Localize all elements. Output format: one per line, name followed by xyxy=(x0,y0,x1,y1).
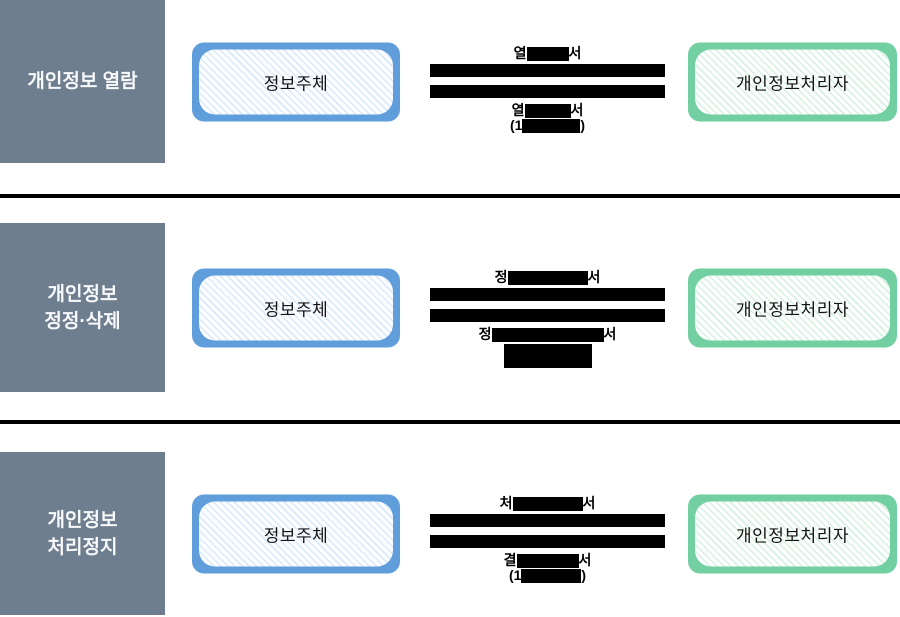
category-line1: 개인정보 열람 xyxy=(27,71,138,92)
redacted-arrow-bar xyxy=(430,85,665,98)
arrow-top-label-right: 서 xyxy=(582,495,596,511)
arrow-deadline-right: ) xyxy=(581,567,587,583)
separator-line xyxy=(0,420,900,424)
arrow-deadline-left: (1 xyxy=(509,117,523,133)
redaction-bar xyxy=(512,496,583,511)
row-correction-deletion: 개인정보 정정·삭제 정보주체 정 서 정 서 개인정보처리 xyxy=(0,223,900,392)
arrow-deadline-left: (1 xyxy=(508,567,522,583)
category-label-box: 개인정보 처리정지 xyxy=(0,452,165,615)
arrow-top-label: 처 서 xyxy=(499,495,596,511)
processor-box: 개인정보처리자 xyxy=(688,42,897,121)
redaction-bar xyxy=(526,46,569,61)
arrow-bottom-label-left: 정 xyxy=(478,326,492,342)
redaction-bar xyxy=(522,118,581,133)
subject-label: 정보주체 xyxy=(263,300,329,319)
arrow-deadline-label: (1 ) xyxy=(510,118,585,133)
processor-box: 개인정보처리자 xyxy=(688,268,897,347)
category-label-box: 개인정보 정정·삭제 xyxy=(0,223,165,392)
arrow-bottom-label-left: 결 xyxy=(503,552,517,568)
arrow-top-label: 열 서 xyxy=(513,45,582,61)
redaction-bar xyxy=(516,553,579,568)
redaction-bar xyxy=(491,327,604,342)
subject-box: 정보주체 xyxy=(192,494,400,573)
arrow-bottom-label: 결 서 xyxy=(503,552,592,568)
arrow-top-label-left: 처 xyxy=(499,495,513,511)
row-processing-stop: 개인정보 처리정지 정보주체 처 서 결 서 (1 ) xyxy=(0,452,900,615)
arrow-deadline-right: ) xyxy=(580,117,586,133)
category-label: 개인정보 열람 xyxy=(27,68,137,95)
arrow-deadline-label: (1 ) xyxy=(509,568,586,583)
arrow-top-label: 정 서 xyxy=(494,269,601,285)
arrow-bottom-label-right: 서 xyxy=(578,552,592,568)
processor-label: 개인정보처리자 xyxy=(736,74,849,93)
arrow-top-label-right: 서 xyxy=(568,45,582,61)
processor-box: 개인정보처리자 xyxy=(688,494,897,573)
subject-box-hatch xyxy=(199,49,393,114)
redaction-bar xyxy=(521,568,582,583)
arrow-area: 정 서 정 서 xyxy=(430,270,665,368)
subject-box-hatch xyxy=(199,275,393,340)
redacted-arrow-bar xyxy=(430,535,665,548)
subject-box-hatch xyxy=(199,501,393,566)
arrow-top-label-right: 서 xyxy=(587,269,601,285)
subject-label: 정보주체 xyxy=(263,74,329,93)
redaction-bar xyxy=(524,103,571,118)
subject-label: 정보주체 xyxy=(263,526,329,545)
separator-line xyxy=(0,194,900,198)
category-label: 개인정보 처리정지 xyxy=(48,507,118,561)
row-access: 개인정보 열람 정보주체 열 서 열 서 (1 ) xyxy=(0,0,900,163)
category-line2: 처리정지 xyxy=(47,536,118,558)
arrow-bottom-label-right: 서 xyxy=(570,102,584,118)
category-line2: 정정·삭제 xyxy=(44,310,121,332)
subject-box: 정보주체 xyxy=(192,268,400,347)
arrow-area: 열 서 열 서 (1 ) xyxy=(430,46,665,133)
arrow-area: 처 서 결 서 (1 ) xyxy=(430,496,665,583)
redacted-arrow-bar xyxy=(430,288,665,301)
category-label: 개인정보 정정·삭제 xyxy=(44,281,120,335)
arrow-top-label-left: 열 xyxy=(513,45,527,61)
redacted-arrow-bar xyxy=(430,514,665,527)
arrow-bottom-label: 열 서 xyxy=(511,102,584,118)
category-label-box: 개인정보 열람 xyxy=(0,0,165,163)
processor-label: 개인정보처리자 xyxy=(736,526,849,545)
processor-box-hatch xyxy=(695,501,890,566)
arrow-bottom-label: 정 서 xyxy=(478,326,617,342)
processor-box-hatch xyxy=(695,275,890,340)
category-line1: 개인정보 xyxy=(47,509,118,531)
redaction-bar xyxy=(507,270,588,285)
arrow-bottom-label-right: 서 xyxy=(603,326,617,342)
arrow-bottom-label-left: 열 xyxy=(511,102,525,118)
processor-box-hatch xyxy=(695,49,890,114)
redacted-arrow-bar xyxy=(430,309,665,322)
processor-label: 개인정보처리자 xyxy=(736,300,849,319)
redaction-block xyxy=(503,344,592,368)
redacted-arrow-bar xyxy=(430,64,665,77)
arrow-top-label-left: 정 xyxy=(494,269,508,285)
category-line1: 개인정보 xyxy=(47,283,118,305)
subject-box: 정보주체 xyxy=(192,42,400,121)
